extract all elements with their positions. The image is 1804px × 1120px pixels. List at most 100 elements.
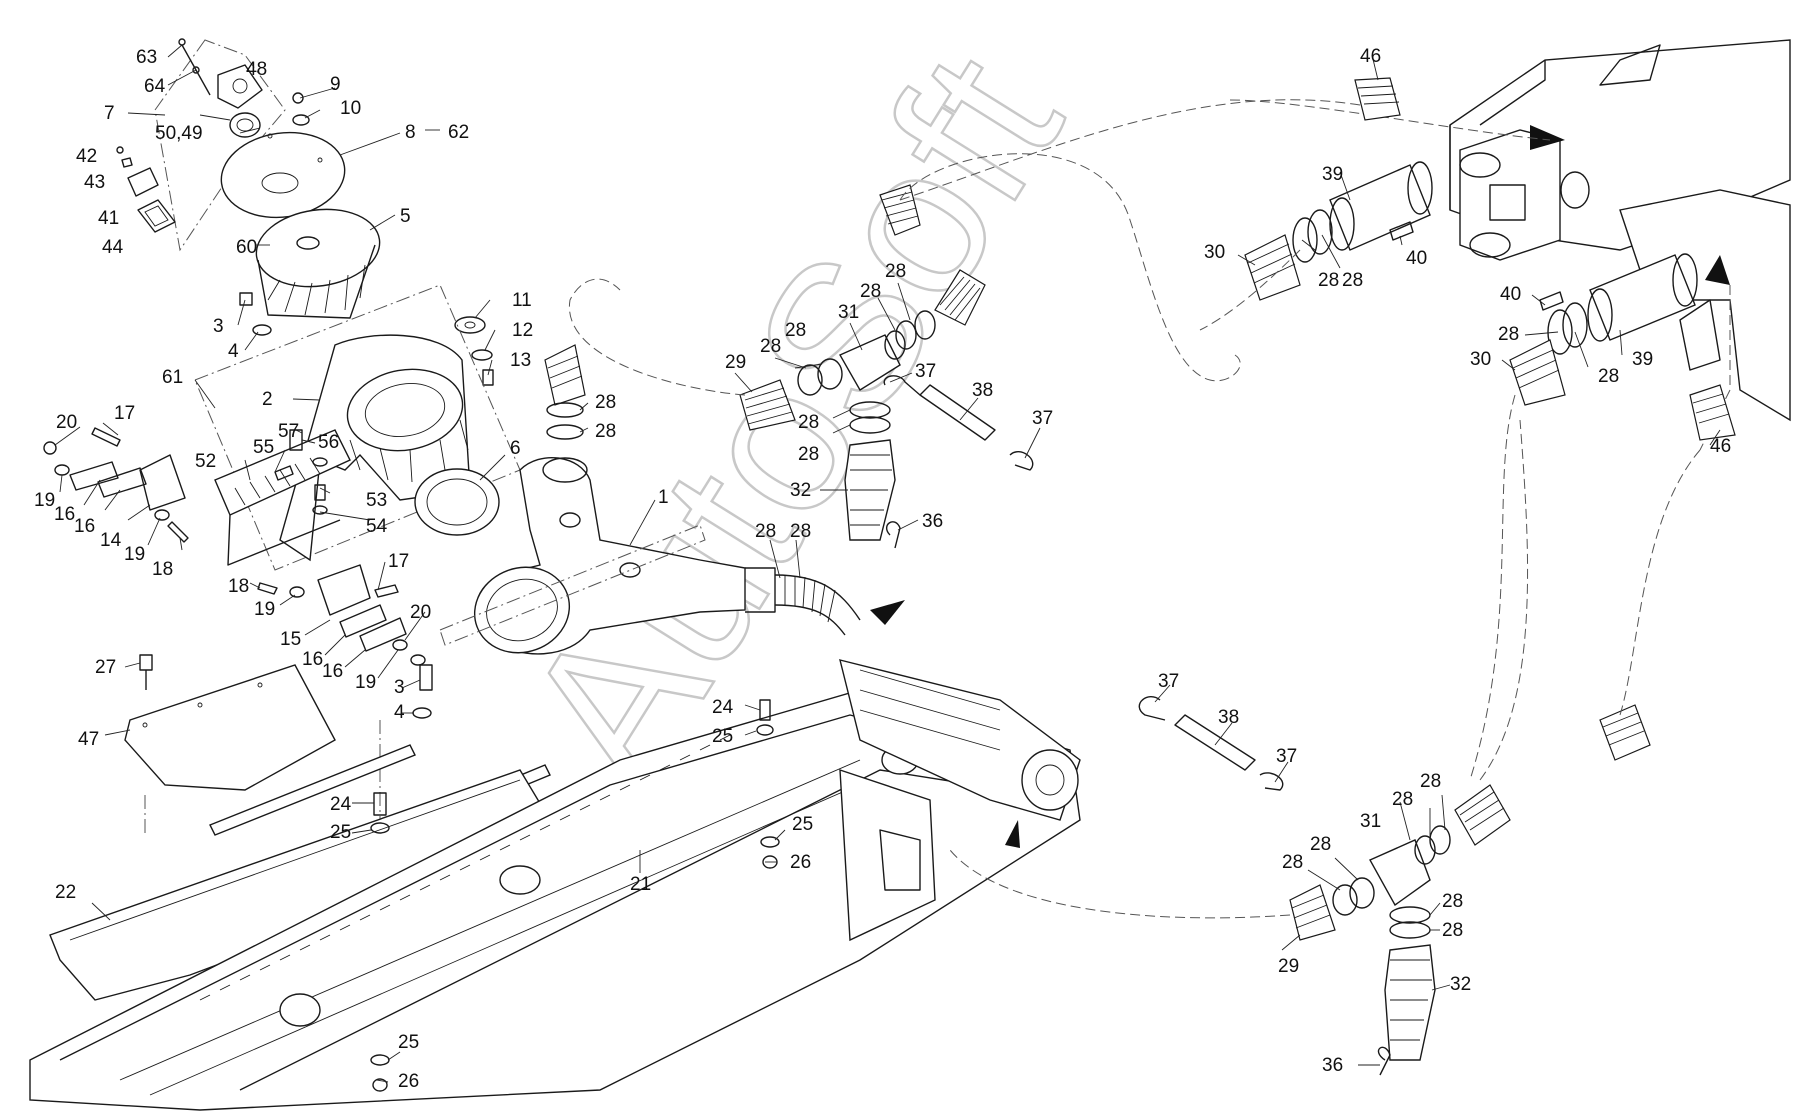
callout-16b: 16 <box>74 516 95 537</box>
callout-38a: 38 <box>972 380 993 401</box>
callout-39a: 39 <box>1322 164 1343 185</box>
callout-28f: 28 <box>595 421 616 442</box>
callout-19b: 19 <box>124 544 145 565</box>
callout-11: 11 <box>512 290 532 311</box>
callout-55: 55 <box>253 437 274 458</box>
conveyor-frame <box>29 524 1081 1111</box>
callout-19d: 19 <box>355 672 376 693</box>
callout-44: 44 <box>102 237 124 258</box>
callout-41: 41 <box>98 208 119 229</box>
callout-16a: 16 <box>54 504 75 525</box>
callout-36a: 36 <box>922 511 943 532</box>
callout-64: 64 <box>144 76 166 97</box>
callout-20: 20 <box>56 412 77 433</box>
callout-32a: 32 <box>790 480 811 501</box>
callout-28o: 28 <box>1420 771 1441 792</box>
hose-center <box>544 99 1361 549</box>
callout-4: 4 <box>228 341 239 362</box>
callout-28m: 28 <box>1498 324 1519 345</box>
callout-28d: 28 <box>885 261 906 282</box>
duct-assembly <box>43 284 861 719</box>
callout-28l: 28 <box>1342 270 1363 291</box>
callout-28t: 28 <box>1442 920 1463 941</box>
callout-10: 10 <box>340 98 361 119</box>
callout-36b: 36 <box>1322 1055 1343 1076</box>
callout-43: 43 <box>84 172 105 193</box>
callout-40b: 40 <box>1500 284 1521 305</box>
callout-26a: 26 <box>790 852 811 873</box>
callout-5: 5 <box>400 206 411 227</box>
callout-28k: 28 <box>1318 270 1339 291</box>
callout-38b: 38 <box>1218 707 1239 728</box>
callout-4b: 4 <box>394 702 405 723</box>
callout-9: 9 <box>330 74 341 95</box>
callout-14: 14 <box>100 530 122 551</box>
fan-assembly <box>116 38 494 386</box>
callout-28c: 28 <box>860 281 881 302</box>
callout-25c: 25 <box>792 814 813 835</box>
callout-48: 48 <box>246 59 267 80</box>
callout-47: 47 <box>78 729 99 750</box>
callout-28j: 28 <box>790 521 811 542</box>
callout-12: 12 <box>512 320 533 341</box>
callout-40a: 40 <box>1406 248 1427 269</box>
callout-42: 42 <box>76 146 97 167</box>
callout-7: 7 <box>104 103 115 124</box>
callout-24a: 24 <box>712 697 734 718</box>
callout-32b: 32 <box>1450 974 1471 995</box>
callout-30b: 30 <box>1470 349 1491 370</box>
callout-27: 27 <box>95 657 116 678</box>
callout-31b: 31 <box>1360 811 1381 832</box>
callout-25d: 25 <box>398 1032 419 1053</box>
callout-8: 8 <box>405 122 416 143</box>
callout-60: 60 <box>236 237 257 258</box>
hose-right-bottom <box>949 419 1701 1076</box>
callout-29b: 29 <box>1278 956 1299 977</box>
callout-3: 3 <box>213 316 224 337</box>
callout-25b: 25 <box>330 822 351 843</box>
callout-37a: 37 <box>915 361 936 382</box>
callout-28q: 28 <box>1310 834 1331 855</box>
callout-56: 56 <box>318 432 339 453</box>
frame-right-top <box>1199 39 1791 781</box>
callout-15: 15 <box>280 629 301 650</box>
callout-17: 17 <box>114 403 135 424</box>
callout-18a: 18 <box>152 559 173 580</box>
callout-39b: 39 <box>1632 349 1653 370</box>
callout-17b: 17 <box>388 551 409 572</box>
callout-28b: 28 <box>785 320 806 341</box>
callout-50-49: 50,49 <box>155 123 203 144</box>
callout-13: 13 <box>510 350 531 371</box>
callout-62: 62 <box>448 122 469 143</box>
callout-28i: 28 <box>755 521 776 542</box>
callout-61: 61 <box>162 367 183 388</box>
callout-6: 6 <box>510 438 521 459</box>
callout-46b: 46 <box>1710 436 1731 457</box>
callout-3b: 3 <box>394 677 405 698</box>
callout-28r: 28 <box>1282 852 1303 873</box>
callout-21: 21 <box>630 874 651 895</box>
callout-31a: 31 <box>838 302 859 323</box>
callout-28n: 28 <box>1598 366 1619 387</box>
callout-54: 54 <box>366 516 388 537</box>
callout-22: 22 <box>55 882 76 903</box>
callout-24b: 24 <box>330 794 352 815</box>
callout-46a: 46 <box>1360 46 1381 67</box>
callout-28s: 28 <box>1442 891 1463 912</box>
callout-16c: 16 <box>302 649 323 670</box>
callout-37c: 37 <box>1158 671 1179 692</box>
callout-16d: 16 <box>322 661 343 682</box>
callout-18b: 18 <box>228 576 249 597</box>
callout-37d: 37 <box>1276 746 1297 767</box>
callout-28h: 28 <box>798 444 819 465</box>
callout-57: 57 <box>278 421 299 442</box>
callout-28e: 28 <box>595 392 616 413</box>
callout-53: 53 <box>366 490 387 511</box>
callout-19a: 19 <box>34 490 55 511</box>
callout-labels: 63 64 48 9 7 10 50,49 8 62 42 43 41 5 44… <box>34 46 1731 1092</box>
callout-63: 63 <box>136 47 157 68</box>
callout-19c: 19 <box>254 599 275 620</box>
callout-28a: 28 <box>760 336 781 357</box>
callout-28p: 28 <box>1392 789 1413 810</box>
